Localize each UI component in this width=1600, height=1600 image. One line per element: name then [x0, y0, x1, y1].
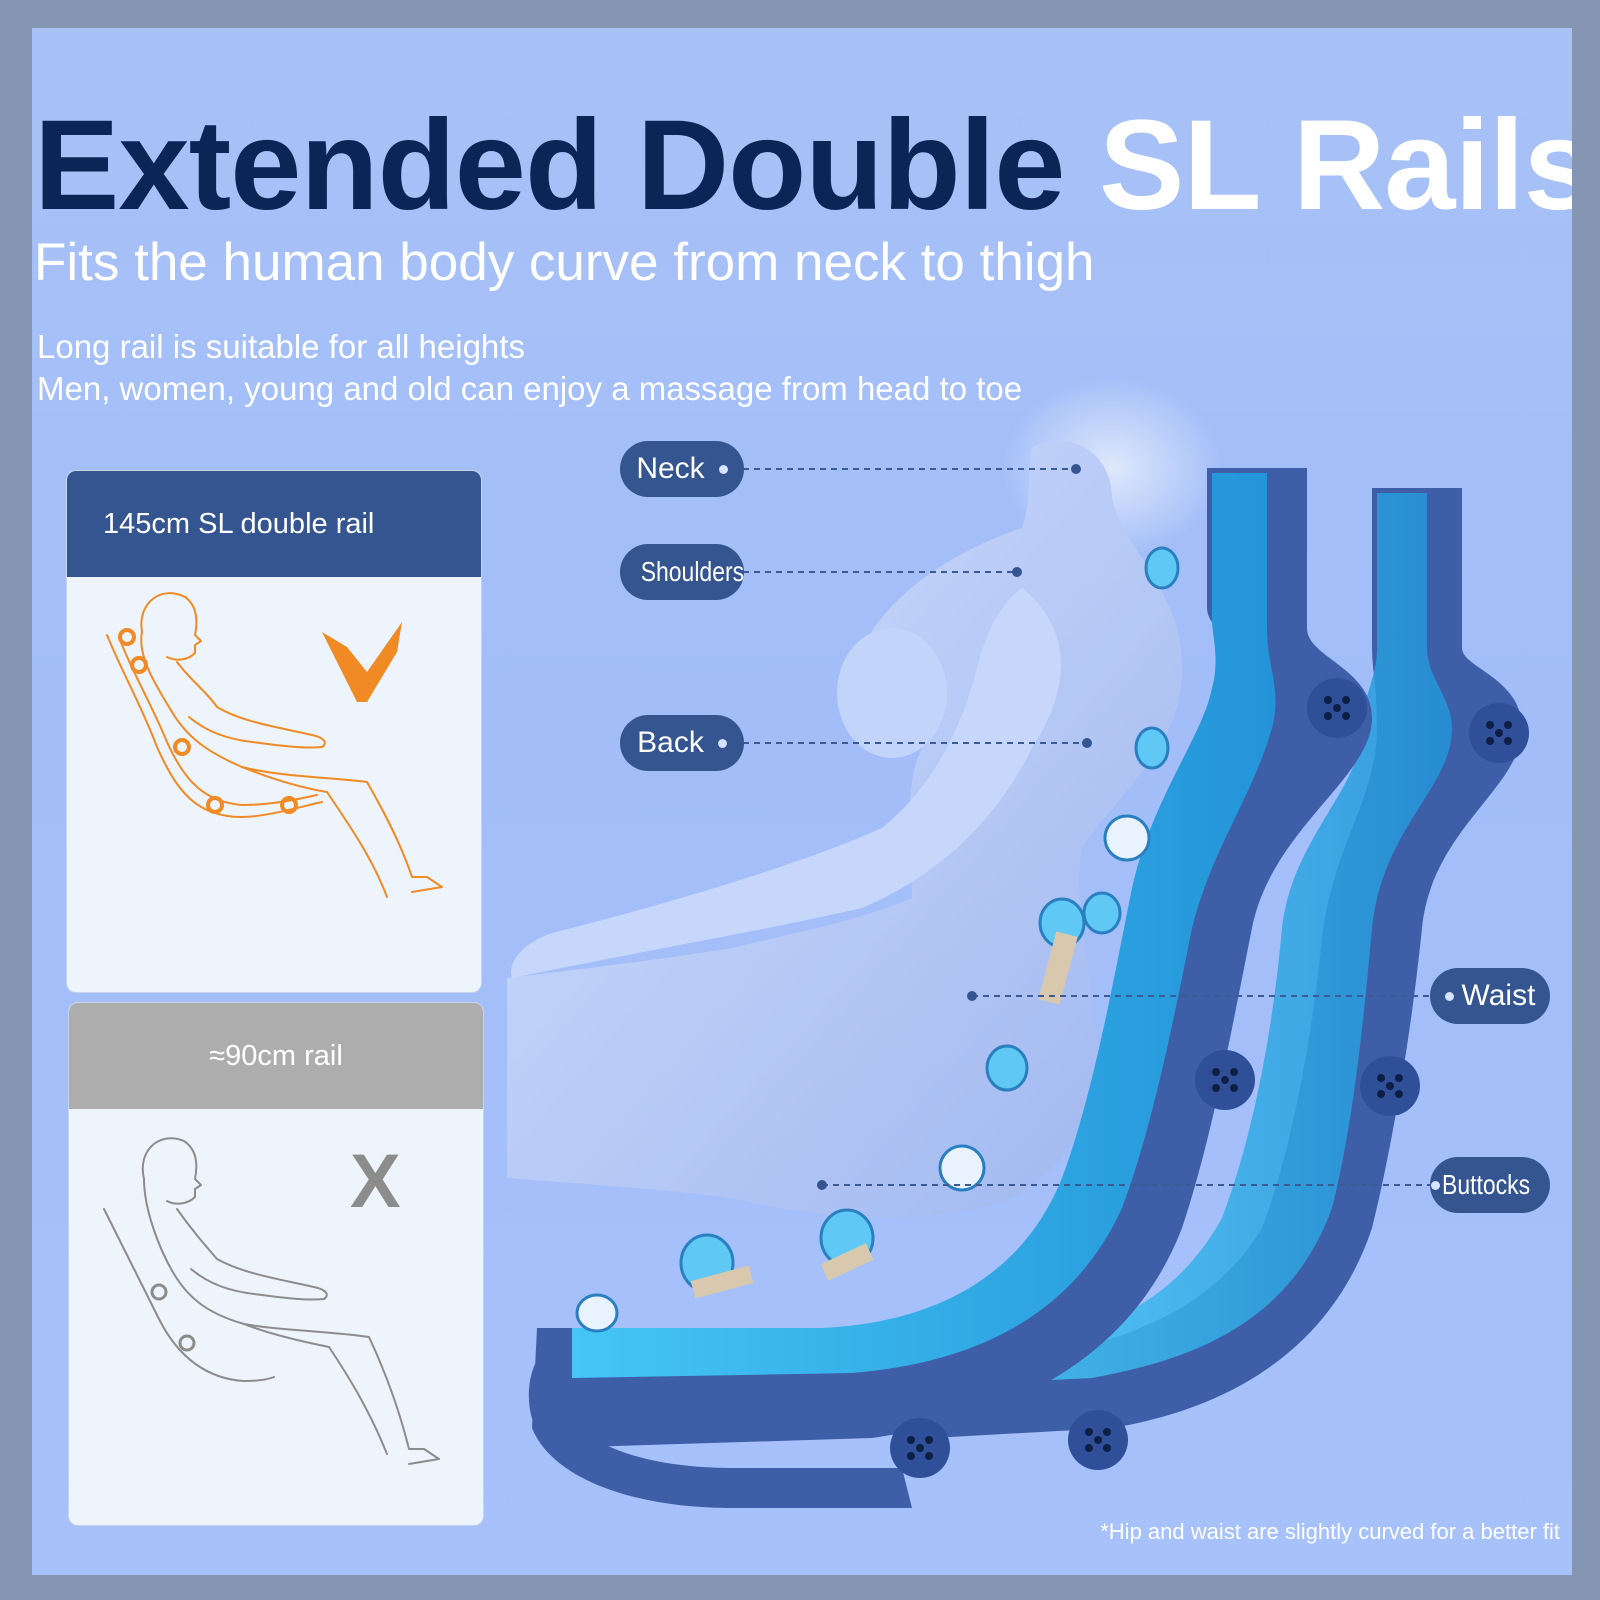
label-buttocks-text: Buttocks: [1441, 1169, 1530, 1200]
label-neck-text: Neck: [636, 452, 705, 485]
short-rail-card: ≈90cm rail: [68, 1002, 484, 1526]
long-rail-card-header: 145cm SL double rail: [67, 471, 481, 577]
long-rail-label: 145cm SL double rail: [103, 507, 375, 540]
label-shoulders: Shoulders: [620, 544, 744, 600]
long-rail-card: 145cm SL double rail: [66, 470, 482, 993]
page-title: Extended Double SL Rails: [34, 102, 1572, 230]
body-silhouette: [507, 440, 1182, 1217]
short-rail-points: [150, 1283, 196, 1352]
label-buttocks-dot: [1430, 1180, 1440, 1190]
long-rail-points: [118, 628, 298, 814]
product-banner: Extended Double SL Rails Fits the human …: [32, 28, 1572, 1575]
leader-lines: [732, 468, 1430, 1186]
title-accent: SL Rails: [1099, 94, 1572, 237]
label-back-text: Back: [637, 726, 704, 759]
description-line-1: Long rail is suitable for all heights: [37, 328, 525, 365]
label-neck-dot: [718, 464, 728, 474]
title-main: Extended Double: [34, 94, 1099, 237]
label-shoulders-text: Shoulders: [640, 556, 745, 587]
long-rail-figure: [106, 592, 443, 898]
page-subtitle: Fits the human body curve from neck to t…: [34, 233, 1095, 292]
front-rail: [528, 468, 1372, 1508]
short-rail-card-header: ≈90cm rail: [69, 1003, 483, 1109]
label-back: Back: [620, 715, 744, 771]
massage-rollers: [575, 546, 1180, 1333]
label-waist-text: Waist: [1461, 979, 1536, 1012]
cross-mark: X: [350, 1139, 401, 1224]
description-line-2: Men, women, young and old can enjoy a ma…: [37, 370, 1023, 407]
label-neck: Neck: [620, 441, 744, 497]
leader-endpoints: [817, 464, 1092, 1190]
label-buttocks: Buttocks: [1430, 1157, 1550, 1213]
rear-rail: [932, 488, 1522, 1438]
footnote: *Hip and waist are slightly curved for a…: [1100, 1519, 1560, 1544]
label-back-dot: [717, 738, 727, 748]
check-icon: [322, 622, 402, 702]
roller-arms: [690, 931, 1078, 1299]
short-rail-figure: [103, 1137, 440, 1465]
massage-chair-illustration: [507, 378, 1529, 1508]
short-rail-label: ≈90cm rail: [209, 1039, 343, 1072]
label-waist: Waist: [1430, 968, 1550, 1024]
rail-bolts: [890, 678, 1529, 1478]
label-waist-dot: [1444, 991, 1454, 1001]
